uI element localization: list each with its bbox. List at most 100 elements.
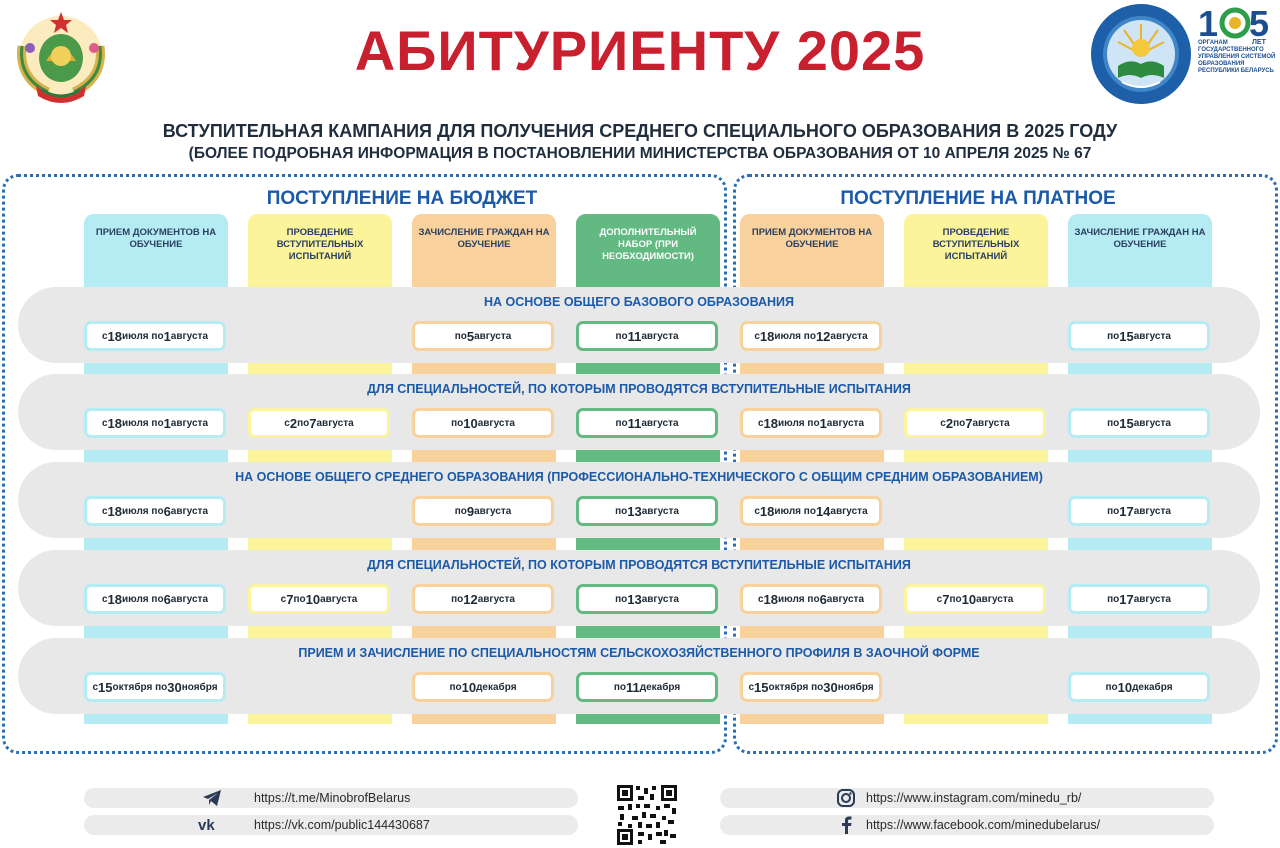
date-number: 11	[627, 415, 642, 431]
date-number: 18	[759, 328, 775, 344]
date-text: июля по	[778, 593, 820, 605]
date-pill-paid-documents: с 18 июля по 6 августа	[740, 584, 882, 614]
date-number: 7	[965, 415, 973, 431]
date-text: июля по	[774, 505, 816, 517]
date-text: августа	[170, 593, 209, 605]
date-number: 18	[107, 328, 122, 344]
date-text: августа	[830, 505, 868, 517]
date-pill-paid-documents: с 18 июля по 14 августа	[740, 496, 882, 526]
date-pill-budget-additional: по 11 августа	[576, 321, 718, 351]
date-text: декабря	[1132, 681, 1173, 693]
telegram-url[interactable]: https://t.me/MinobrofBelarus	[254, 791, 411, 805]
date-number: 2	[945, 415, 954, 431]
date-number: 30	[823, 679, 838, 695]
date-text: июля по	[778, 417, 820, 429]
decree-reference: (БОЛЕЕ ПОДРОБНАЯ ИНФОРМАЦИЯ В ПОСТАНОВЛЕ…	[188, 145, 1092, 162]
date-text: августа	[976, 593, 1014, 605]
facebook-link-bar[interactable]: https://www.facebook.com/minedubelarus/	[720, 815, 1214, 835]
date-text: августа	[641, 330, 679, 342]
date-pill-budget-enrollment: по 9 августа	[412, 496, 554, 526]
date-number: 10	[305, 591, 321, 607]
date-pill-budget-additional: по 13 августа	[576, 584, 718, 614]
section-title-paid: ПОСТУПЛЕНИЕ НА ПЛАТНОЕ	[840, 188, 1116, 209]
page-title: АБИТУРИЕНТУ 2025	[354, 19, 926, 82]
date-number: 18	[763, 591, 778, 607]
vk-url[interactable]: https://vk.com/public144430687	[254, 818, 430, 832]
date-pill-budget-documents: с 18 июля по 6 августа	[84, 496, 226, 526]
date-number: 10	[461, 679, 477, 695]
date-text: с	[754, 505, 760, 517]
date-pill-budget-documents: с 18 июля по 1 августа	[84, 408, 226, 438]
date-pill-paid-enrollment: по 17 августа	[1068, 584, 1210, 614]
facebook-url[interactable]: https://www.facebook.com/minedubelarus/	[866, 818, 1101, 832]
date-text: августа	[170, 417, 209, 429]
date-number: 30	[167, 679, 182, 695]
date-number: 1	[163, 415, 171, 431]
date-number: 18	[107, 503, 122, 519]
date-number: 12	[815, 328, 831, 344]
date-text: по	[615, 417, 628, 429]
vk-link-bar[interactable]: vk https://vk.com/public144430687	[84, 815, 578, 835]
date-number: 6	[163, 503, 171, 519]
date-number: 18	[763, 415, 778, 431]
date-number: 18	[107, 415, 122, 431]
date-pill-budget-documents: с 15 октября по 30 ноября	[84, 672, 226, 702]
date-text: по	[1105, 681, 1118, 693]
date-number: 18	[107, 591, 122, 607]
ministry-of-education-logo	[1091, 4, 1191, 104]
date-text: августа	[826, 417, 865, 429]
instagram-icon	[836, 789, 856, 807]
date-pill-budget-enrollment: по 12 августа	[412, 584, 554, 614]
date-text: августа	[972, 417, 1010, 429]
date-number: 7	[942, 591, 950, 607]
date-text: по	[953, 417, 966, 429]
105-years-badge: 1 5 ЛЕТ	[1198, 3, 1269, 46]
date-text: августа	[830, 330, 868, 342]
column-header-budget-exams: ПРОВЕДЕНИЕ ВСТУПИТЕЛЬНЫХ ИСПЫТАНИЙ	[248, 214, 392, 286]
date-text: августа	[641, 593, 679, 605]
date-pill-paid-documents: с 18 июля по 12 августа	[740, 321, 882, 351]
telegram-link-bar[interactable]: https://t.me/MinobrofBelarus	[84, 788, 578, 808]
date-text: с	[101, 593, 108, 605]
date-text: августа	[826, 593, 865, 605]
svg-text:ЛЕТ: ЛЕТ	[1252, 39, 1267, 46]
date-text: августа	[170, 330, 209, 342]
campaign-subtitle: ВСТУПИТЕЛЬНАЯ КАМПАНИЯ ДЛЯ ПОЛУЧЕНИЯ СРЕ…	[162, 121, 1118, 141]
date-pill-paid-enrollment: по 10 декабря	[1068, 672, 1210, 702]
date-text: с	[754, 330, 760, 342]
date-number: 5	[466, 328, 475, 344]
date-text: июля по	[122, 417, 164, 429]
date-text: по	[949, 593, 962, 605]
date-number: 15	[1119, 328, 1134, 344]
date-text: с	[101, 505, 108, 517]
facebook-icon	[836, 816, 856, 834]
instagram-link-bar[interactable]: https://www.instagram.com/minedu_rb/	[720, 788, 1214, 808]
svg-text:5: 5	[1249, 3, 1269, 44]
date-pill-budget-documents: с 18 июля по 6 августа	[84, 584, 226, 614]
date-text: июля по	[122, 330, 164, 342]
date-text: с	[757, 593, 764, 605]
date-number: 9	[466, 503, 475, 519]
date-pill-paid-enrollment: по 17 августа	[1068, 496, 1210, 526]
date-number: 18	[759, 503, 775, 519]
instagram-url[interactable]: https://www.instagram.com/minedu_rb/	[866, 791, 1082, 805]
date-text: по	[613, 681, 626, 693]
date-text: августа	[641, 417, 679, 429]
date-pill-budget-exams: с 7 по 10 августа	[248, 584, 390, 614]
date-number: 11	[625, 679, 640, 695]
date-number: 13	[627, 591, 642, 607]
date-number: 7	[309, 415, 317, 431]
date-number: 6	[163, 591, 171, 607]
date-number: 6	[819, 591, 827, 607]
date-number: 17	[1119, 503, 1134, 519]
date-text: августа	[477, 593, 515, 605]
qr-code-icon[interactable]	[616, 784, 678, 846]
date-number: 2	[289, 415, 298, 431]
telegram-icon	[202, 789, 222, 807]
category-title: НА ОСНОВЕ ОБЩЕГО СРЕДНЕГО ОБРАЗОВАНИЯ (П…	[235, 470, 1043, 484]
date-text: августа	[170, 505, 209, 517]
date-text: по	[297, 417, 310, 429]
date-text: августа	[316, 417, 354, 429]
date-text: с	[748, 681, 754, 693]
date-text: августа	[1133, 505, 1171, 517]
